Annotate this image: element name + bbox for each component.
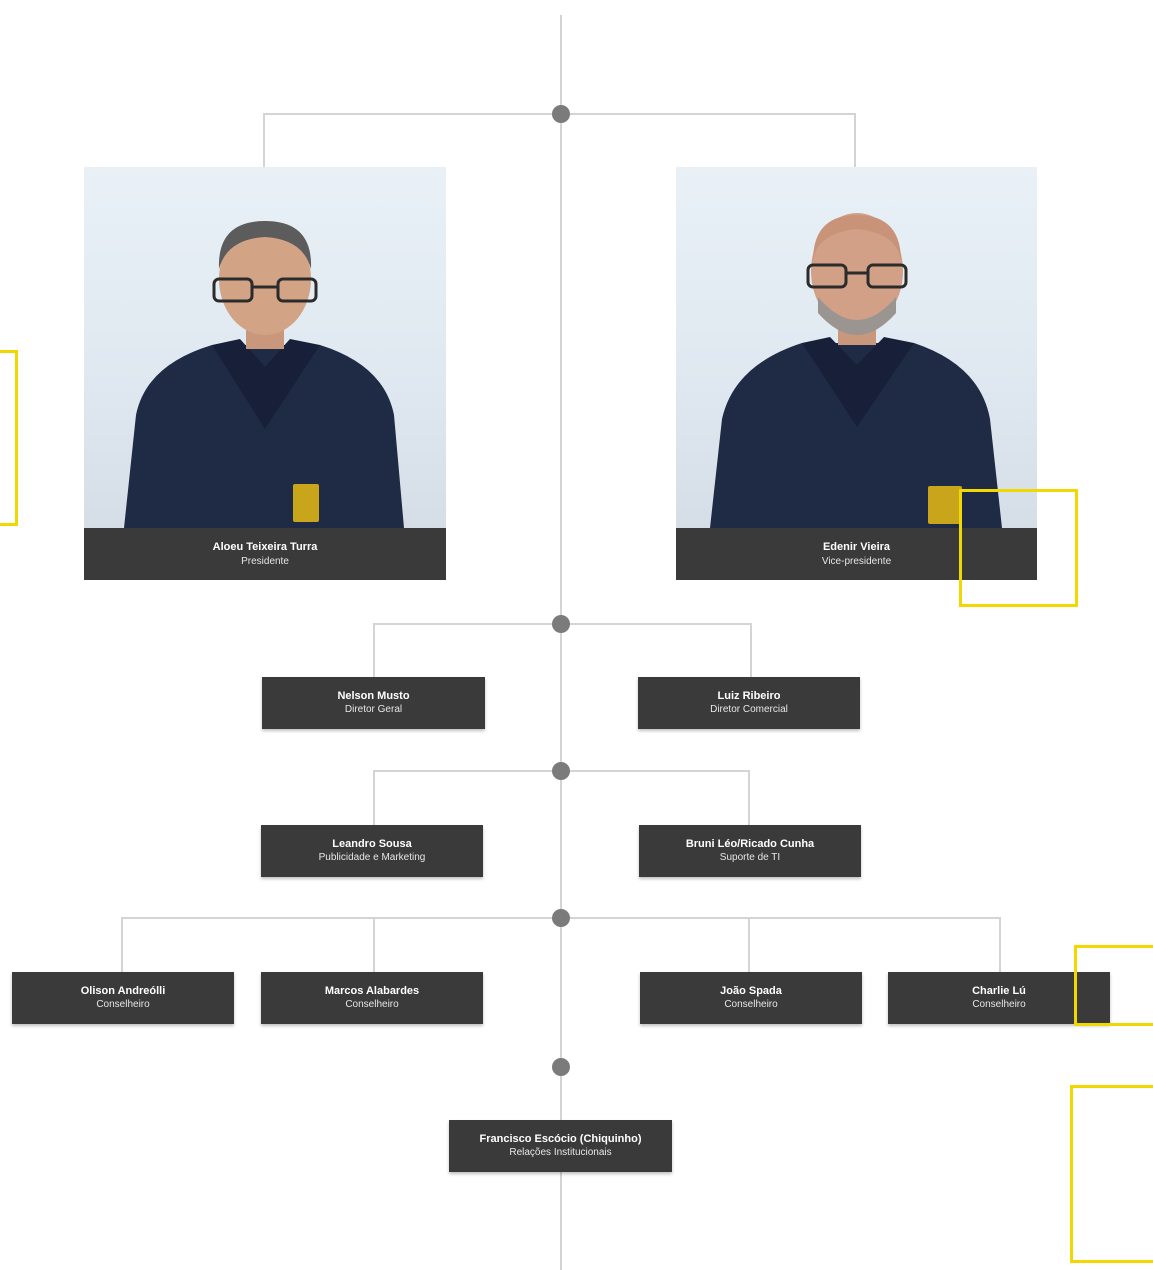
connector-level-4-d [999, 917, 1001, 972]
connector-level-2-left [373, 623, 375, 677]
vice-president-caption: Edenir Vieira Vice-presidente [676, 528, 1037, 580]
connector-level-4-a [121, 917, 123, 972]
counselor-4-name: Charlie Lú [972, 985, 1026, 997]
connector-level-2-right [750, 623, 752, 677]
leader-card-president: Aloeu Teixeira Turra Presidente [84, 167, 446, 580]
connector-level-1-left [263, 113, 265, 167]
president-caption: Aloeu Teixeira Turra Presidente [84, 528, 446, 580]
counselor-3-name: João Spada [720, 985, 782, 997]
director-commercial-role: Diretor Comercial [710, 704, 788, 715]
institutional-role: Relações Institucionais [509, 1147, 612, 1158]
director-general-role: Diretor Geral [344, 704, 403, 715]
president-photo [84, 167, 446, 528]
connector-level-4-c [748, 917, 750, 972]
institutional-name: Francisco Escócio (Chiquinho) [479, 1133, 642, 1145]
decorative-yellow-frame-counselor [1074, 945, 1153, 1026]
specialist-it-role: Suporte de TI [719, 852, 781, 863]
specialist-marketing-name: Leandro Sousa [332, 838, 412, 850]
connector-level-4-b [373, 917, 375, 972]
counselor-card-2: Marcos Alabardes Conselheiro [261, 972, 483, 1024]
counselor-1-role: Conselheiro [96, 999, 150, 1010]
director-general-name: Nelson Musto [337, 690, 410, 702]
node-dot-3 [552, 762, 570, 780]
institutional-relations-card: Francisco Escócio (Chiquinho) Relações I… [449, 1120, 672, 1172]
specialist-card-it-support: Bruni Léo/Ricado Cunha Suporte de TI [639, 825, 861, 877]
decorative-yellow-frame-bottom-right [1070, 1085, 1153, 1263]
director-commercial-name: Luiz Ribeiro [717, 690, 781, 702]
counselor-2-name: Marcos Alabardes [324, 985, 420, 997]
counselor-1-name: Olison Andreólli [80, 985, 166, 997]
node-dot-4 [552, 909, 570, 927]
specialist-it-name: Bruni Léo/Ricado Cunha [685, 838, 815, 850]
director-card-general: Nelson Musto Diretor Geral [262, 677, 485, 729]
specialist-card-marketing: Leandro Sousa Publicidade e Marketing [261, 825, 483, 877]
node-dot-5 [552, 1058, 570, 1076]
counselor-card-1: Olison Andreólli Conselheiro [12, 972, 234, 1024]
counselor-card-3: João Spada Conselheiro [640, 972, 862, 1024]
connector-level-1-right [854, 113, 856, 167]
decorative-yellow-frame-vice-president [959, 489, 1078, 607]
director-card-commercial: Luiz Ribeiro Diretor Comercial [638, 677, 860, 729]
counselor-card-4: Charlie Lú Conselheiro [888, 972, 1110, 1024]
leader-card-vice-president: Edenir Vieira Vice-presidente [676, 167, 1037, 580]
connector-level-3-right [748, 770, 750, 825]
connector-level-3-left [373, 770, 375, 825]
vice-president-photo [676, 167, 1037, 528]
vice-president-name: Edenir Vieira [822, 540, 891, 553]
main-trunk-line [560, 15, 562, 1270]
president-name: Aloeu Teixeira Turra [212, 540, 318, 553]
node-dot-2 [552, 615, 570, 633]
decorative-yellow-frame-left [0, 350, 18, 526]
counselor-4-role: Conselheiro [972, 999, 1026, 1010]
counselor-2-role: Conselheiro [345, 999, 399, 1010]
counselor-3-role: Conselheiro [724, 999, 778, 1010]
vice-president-role: Vice-presidente [821, 555, 892, 567]
president-role: Presidente [241, 555, 289, 567]
node-dot-1 [552, 105, 570, 123]
specialist-marketing-role: Publicidade e Marketing [318, 852, 426, 863]
